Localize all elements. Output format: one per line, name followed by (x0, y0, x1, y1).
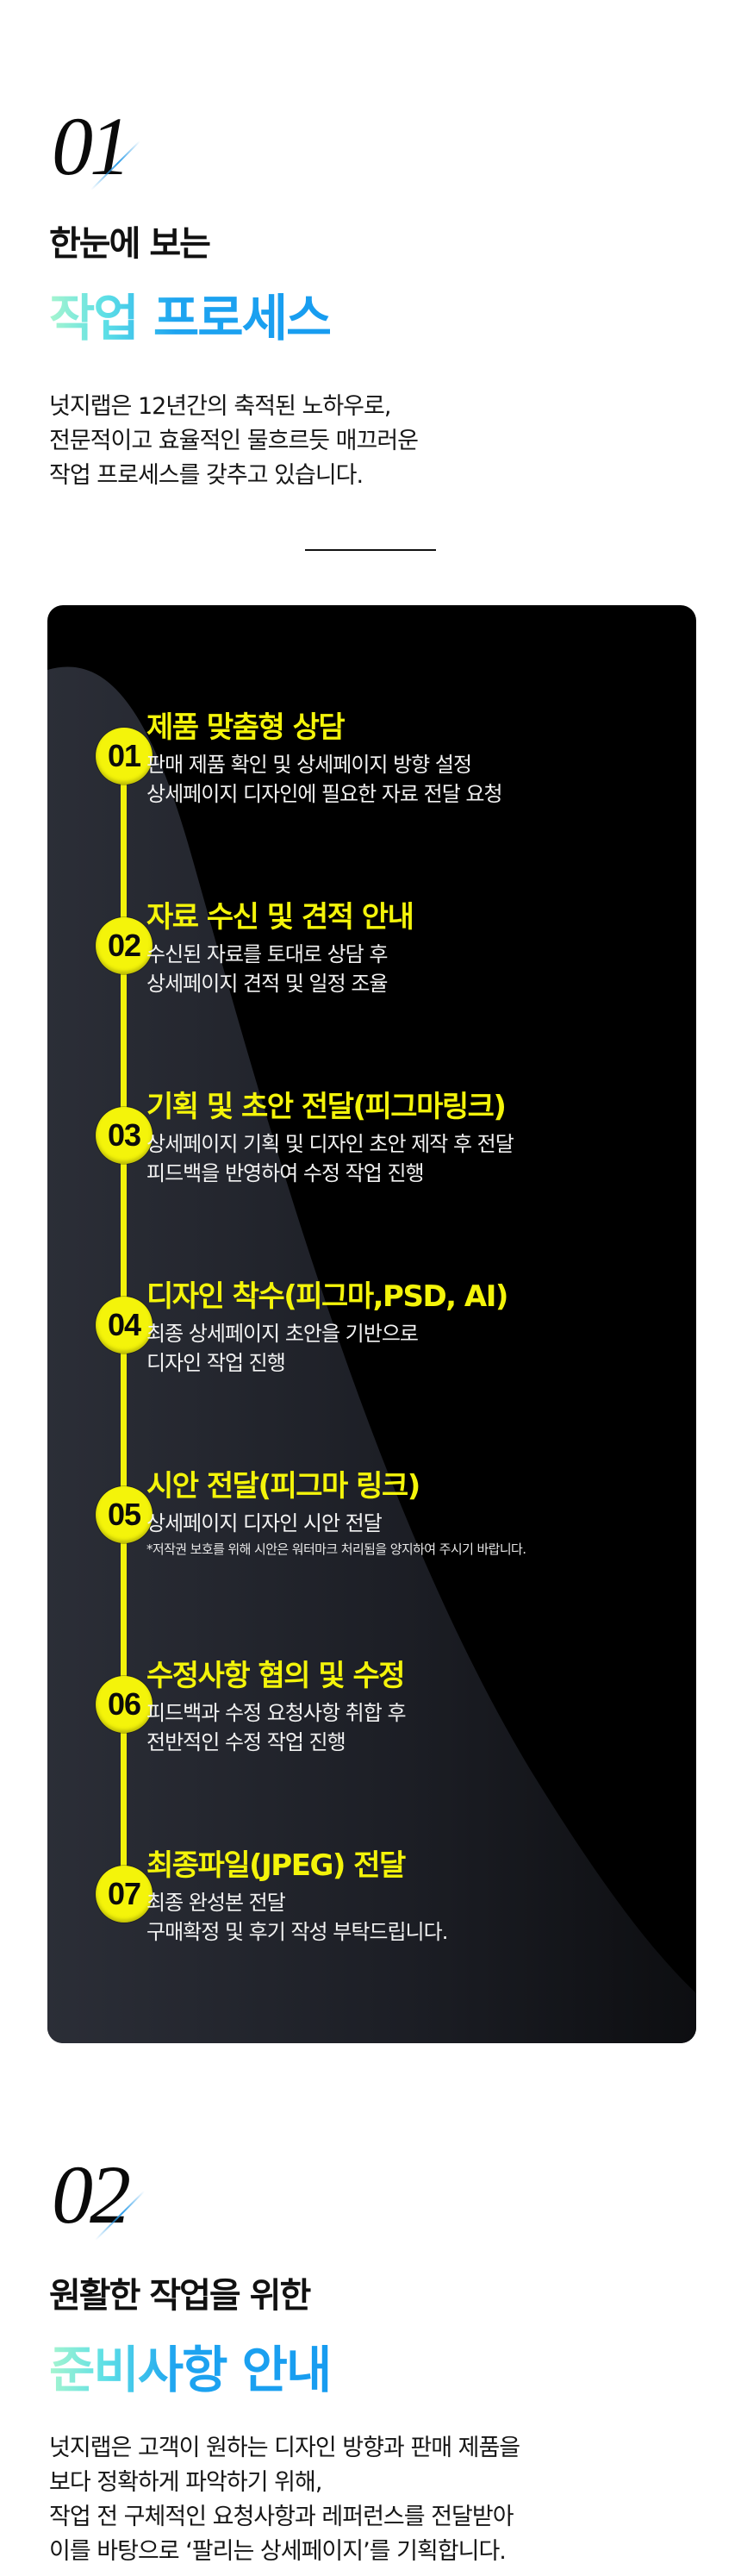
divider (305, 549, 436, 551)
step-description: 상세페이지 기획 및 디자인 초안 제작 후 전달 피드백을 반영하여 수정 작… (146, 1129, 514, 1188)
intro-line: 보다 정확하게 파악하기 위해, (49, 2469, 322, 2496)
process-step-01: 제품 맞춤형 상담 01 판매 제품 확인 및 상세페이지 방향 설정 상세페이… (47, 702, 696, 857)
step-title: 디자인 착수(피그마,PSD, AI) (146, 1279, 508, 1314)
step-number-badge: 07 (96, 1866, 153, 1923)
intro-line: 넛지랩은 12년간의 축적된 노하우로, (49, 393, 391, 420)
process-step-06: 수정사항 협의 및 수정 06 피드백과 수정 요청사항 취합 후 전반적인 수… (47, 1650, 696, 1805)
desc-line: 판매 제품 확인 및 상세페이지 방향 설정 (146, 753, 472, 777)
process-step-05: 시안 전달(피그마 링크) 05 상세페이지 디자인 시안 전달 *저작권 보호… (47, 1460, 696, 1616)
step-title: 기획 및 초안 전달(피그마링크) (146, 1090, 507, 1124)
background-curve-shape (47, 666, 696, 2043)
process-card: 제품 맞춤형 상담 01 판매 제품 확인 및 상세페이지 방향 설정 상세페이… (47, 605, 696, 2043)
step-number-badge: 04 (96, 1297, 153, 1354)
desc-line: 수신된 자료를 토대로 상담 후 (146, 942, 388, 966)
section-number: 01 (52, 100, 131, 192)
intro-line: 작업 전 구체적인 요청사항과 레퍼런스를 전달받아 (49, 2504, 514, 2530)
step-number-badge: 05 (96, 1486, 153, 1543)
desc-line: 구매확정 및 후기 작성 부탁드립니다. (146, 1920, 448, 1944)
step-description: 피드백과 수정 요청사항 취합 후 전반적인 수정 작업 진행 (146, 1698, 407, 1757)
intro-line: 작업 프로세스를 갖추고 있습니다. (49, 462, 364, 489)
intro-line: 이를 바탕으로 ‘팔리는 상세페이지’를 기획합니다. (49, 2538, 507, 2565)
step-title: 자료 수신 및 견적 안내 (146, 900, 414, 935)
desc-line: 디자인 작업 진행 (146, 1351, 286, 1375)
desc-line: 전반적인 수정 작업 진행 (146, 1730, 346, 1754)
step-title: 최종파일(JPEG) 전달 (146, 1848, 406, 1883)
desc-line: 상세페이지 디자인에 필요한 자료 전달 요청 (146, 782, 503, 806)
section-heading-line2: 준비사항 안내 (49, 2329, 332, 2402)
process-step-04: 디자인 착수(피그마,PSD, AI) 04 최종 상세페이지 초안을 기반으로… (47, 1271, 696, 1426)
section-intro: 넛지랩은 고객이 원하는 디자인 방향과 판매 제품을 보다 정확하게 파악하기… (49, 2431, 520, 2569)
desc-line: 상세페이지 견적 및 일정 조율 (146, 972, 388, 996)
desc-line: 피드백을 반영하여 수정 작업 진행 (146, 1161, 425, 1185)
step-title: 시안 전달(피그마 링크) (146, 1469, 420, 1504)
intro-line: 넛지랩은 고객이 원하는 디자인 방향과 판매 제품을 (49, 2435, 520, 2461)
section-intro: 넛지랩은 12년간의 축적된 노하우로, 전문적이고 효율적인 물흐르듯 매끄러… (49, 390, 419, 493)
step-number-badge: 03 (96, 1107, 153, 1164)
step-number-badge: 02 (96, 917, 153, 974)
step-number-badge: 01 (96, 728, 153, 785)
desc-line: 상세페이지 기획 및 디자인 초안 제작 후 전달 (146, 1132, 514, 1156)
process-step-07: 최종파일(JPEG) 전달 07 최종 완성본 전달 구매확정 및 후기 작성 … (47, 1840, 696, 1995)
intro-line: 전문적이고 효율적인 물흐르듯 매끄러운 (49, 428, 419, 454)
step-description: 최종 완성본 전달 구매확정 및 후기 작성 부탁드립니다. (146, 1888, 448, 1947)
step-title: 수정사항 협의 및 수정 (146, 1659, 406, 1693)
desc-line: 상세페이지 디자인 시안 전달 (146, 1511, 383, 1535)
desc-line: 피드백과 수정 요청사항 취합 후 (146, 1701, 407, 1725)
desc-line: 최종 상세페이지 초안을 기반으로 (146, 1322, 419, 1346)
section-number: 02 (52, 2148, 131, 2241)
step-title: 제품 맞춤형 상담 (146, 710, 346, 745)
process-step-03: 기획 및 초안 전달(피그마링크) 03 상세페이지 기획 및 디자인 초안 제… (47, 1081, 696, 1236)
section-heading-line2: 작업 프로세스 (49, 278, 332, 350)
step-description: 최종 상세페이지 초안을 기반으로 디자인 작업 진행 (146, 1319, 419, 1378)
process-step-02: 자료 수신 및 견적 안내 02 수신된 자료를 토대로 상담 후 상세페이지 … (47, 891, 696, 1047)
section-heading-line1: 원활한 작업을 위한 (49, 2276, 311, 2316)
section-heading-line1: 한눈에 보는 (49, 224, 211, 264)
step-number-badge: 06 (96, 1676, 153, 1733)
step-note: *저작권 보호를 위해 시안은 워터마크 처리됨을 양지하여 주시기 바랍니다. (146, 1541, 526, 1557)
step-description: 판매 제품 확인 및 상세페이지 방향 설정 상세페이지 디자인에 필요한 자료… (146, 750, 503, 809)
step-description: 상세페이지 디자인 시안 전달 (146, 1509, 383, 1538)
step-description: 수신된 자료를 토대로 상담 후 상세페이지 견적 및 일정 조율 (146, 940, 388, 998)
desc-line: 최종 완성본 전달 (146, 1891, 286, 1915)
